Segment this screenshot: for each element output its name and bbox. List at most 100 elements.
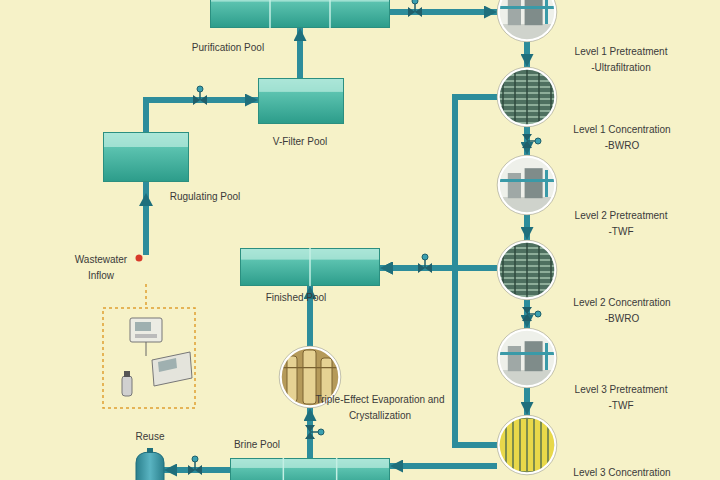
machine [508,0,521,25]
inflow-pipe [143,182,149,255]
valve-stem [424,259,426,268]
evaporator-vessel [287,356,297,402]
pipe-connector [524,300,530,328]
tank-nozzle [147,448,153,453]
picture-bg [497,328,557,388]
pool-water [241,249,380,286]
pipe-connector [390,463,497,469]
circle-outline [497,415,557,475]
tank-outline [136,452,164,480]
circle-frame [499,242,556,299]
circle-outline [497,0,557,42]
valve-symbol [188,456,202,475]
pool-divider [329,0,331,28]
equipment-circle: Level 3 Pretreatment-TWF [497,328,557,388]
valve-symbol [305,425,324,439]
signal-wire [145,284,147,308]
pipe-connector [146,100,258,132]
valve-actuator [318,429,324,435]
node-label: Level 3 Pretreatment [556,382,686,398]
rack-post [502,240,504,300]
picture-pipe [545,0,548,24]
valve-body [522,134,532,148]
analyzer-screen [158,358,177,372]
node-label-group: Rugulating Pool [155,189,255,205]
pipe-connector [524,388,530,415]
machine [525,341,543,371]
node-label-group: Reuse [120,429,180,445]
water-surface [231,459,389,468]
valve-body [418,263,432,273]
valve-symbol [522,307,541,321]
valve-body [188,465,202,475]
equipment-circle: Level 2 Pretreatment-TWF [497,155,557,215]
node-label: -TWF [556,398,686,414]
node-label-group: Finished Pool [246,290,346,306]
pool-divider [269,0,271,28]
pool-water [231,459,390,480]
controller-box [130,318,162,342]
valve-actuator [192,456,198,462]
valve-actuator [197,86,203,92]
node-label: Triple-Effect Evaporation and Crystalliz… [315,392,445,424]
probe-body [122,376,132,396]
node-label-group: Purification Pool [178,40,278,56]
machine [508,173,521,198]
controller-screen [135,322,151,331]
node-label-group: V-Filter Pool [250,134,350,150]
pipe-connector [524,127,530,155]
valve-symbol [522,134,541,148]
picture-bg [497,240,557,300]
pool-outline [240,248,380,286]
circle-outline [497,240,557,300]
pool-water [104,133,189,182]
membrane-tube [507,419,512,471]
membrane-tube [528,419,533,471]
equipment-picture [497,155,557,215]
circle-frame [499,69,556,126]
pipe-connector [164,467,230,473]
equipment-circle: Level 3 Concentration [497,415,557,475]
membrane-tube [514,419,519,471]
node-label: Reuse [120,429,180,445]
node-label-group: Level 3 Pretreatment-TWF [556,382,686,414]
pipe-connector [297,28,303,78]
picture-pipe [279,367,341,368]
circle-outline [497,240,557,300]
rack-post [514,67,516,127]
valve-stem [527,140,536,142]
valve-symbol [418,254,432,273]
analyzer-panel [152,352,192,386]
pipe-connector [524,215,530,240]
tank-body [136,452,164,480]
picture-bg [497,67,557,127]
node-label: Level 1 Pretreatment [556,44,686,60]
pool-outline [210,0,390,28]
node-label-group: Level 1 Concentration-BWRO [557,122,687,154]
instrument-bracket [103,308,195,408]
rack-post [526,67,528,127]
rack-post [538,67,540,127]
node-label: -Ultrafiltration [556,60,686,76]
pool-divider [309,248,311,286]
node-label-group: Level 3 Concentration [557,465,687,480]
equipment-picture [497,0,557,42]
rack-post [550,67,552,127]
pool-tank: Finished Pool [240,248,380,286]
circle-outline [497,328,557,388]
water-surface [104,133,188,147]
node-label: -BWRO [557,138,687,154]
node-label: Purification Pool [178,40,278,56]
circle-outline [497,67,557,127]
equipment-picture [497,67,557,127]
machine [525,168,543,198]
rack-post [550,240,552,300]
node-label: -TWF [556,224,686,240]
pipe-connector [390,9,497,15]
equipment-circle: Level 1 Concentration-BWRO [497,67,557,127]
pool-tank: V-Filter Pool [258,78,344,124]
